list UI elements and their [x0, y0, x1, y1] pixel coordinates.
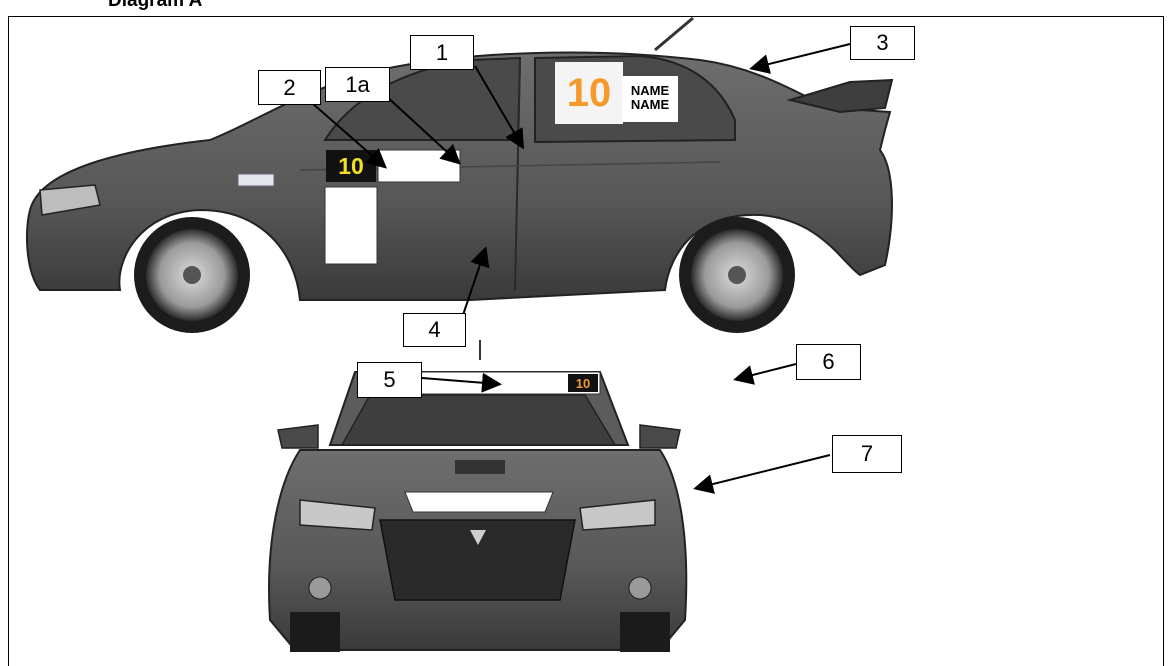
rear-window-name-panel [622, 76, 678, 122]
arrow-1 [474, 65, 525, 150]
antenna [654, 16, 694, 52]
sponsor-blank-strip [377, 149, 461, 183]
left-headlight [299, 499, 376, 531]
arrow-4 [462, 246, 490, 316]
diagram-title: Diagram A [108, 0, 203, 11]
left-front-tire [290, 612, 340, 652]
hood-blank-panel [404, 491, 554, 513]
hood-scoop [455, 460, 505, 474]
arrow-2 [311, 102, 388, 169]
callout-label-5: 5 [357, 362, 422, 398]
left-mirror [277, 424, 319, 449]
door-number-text: 10 [338, 152, 364, 179]
callout-label-6: 6 [796, 344, 861, 380]
callout-label-3: 3 [850, 26, 915, 60]
arrow-7 [693, 454, 831, 494]
right-foglight [628, 576, 652, 600]
door-line [514, 59, 521, 291]
badge-icon [470, 530, 486, 545]
callout-label-1a: 1a [325, 67, 390, 102]
callout-label-7: 7 [832, 435, 902, 473]
windshield-number-text: 10 [575, 375, 591, 391]
right-front-tire [620, 612, 670, 652]
headlight [39, 184, 101, 216]
diagram-frame [8, 16, 1164, 666]
callout-label-4: 4 [403, 313, 466, 347]
banner-number-bg [568, 374, 598, 392]
rear-window-number-text: 10 [566, 70, 612, 115]
callout-arrows [311, 43, 851, 494]
rear-window-name-line-1: NAME [630, 83, 670, 98]
front-grille [379, 519, 576, 601]
windshield [340, 394, 617, 446]
arrow-3 [749, 43, 851, 74]
left-foglight [308, 576, 332, 600]
arrow-6 [733, 363, 797, 385]
rear-window-name-line-2: NAME [630, 97, 670, 112]
front-view-car [268, 340, 688, 652]
arrow-1a [384, 94, 461, 165]
right-mirror [639, 424, 681, 449]
right-headlight [579, 499, 656, 531]
door-blank-panel [324, 186, 378, 265]
rear-window-number-panel [555, 62, 623, 124]
arrow-5 [421, 372, 502, 393]
rear-spoiler [786, 78, 894, 114]
sponsor-logo [237, 173, 275, 187]
callout-label-1: 1 [410, 35, 474, 70]
callout-label-2: 2 [258, 70, 321, 105]
side-view-car [26, 16, 894, 333]
